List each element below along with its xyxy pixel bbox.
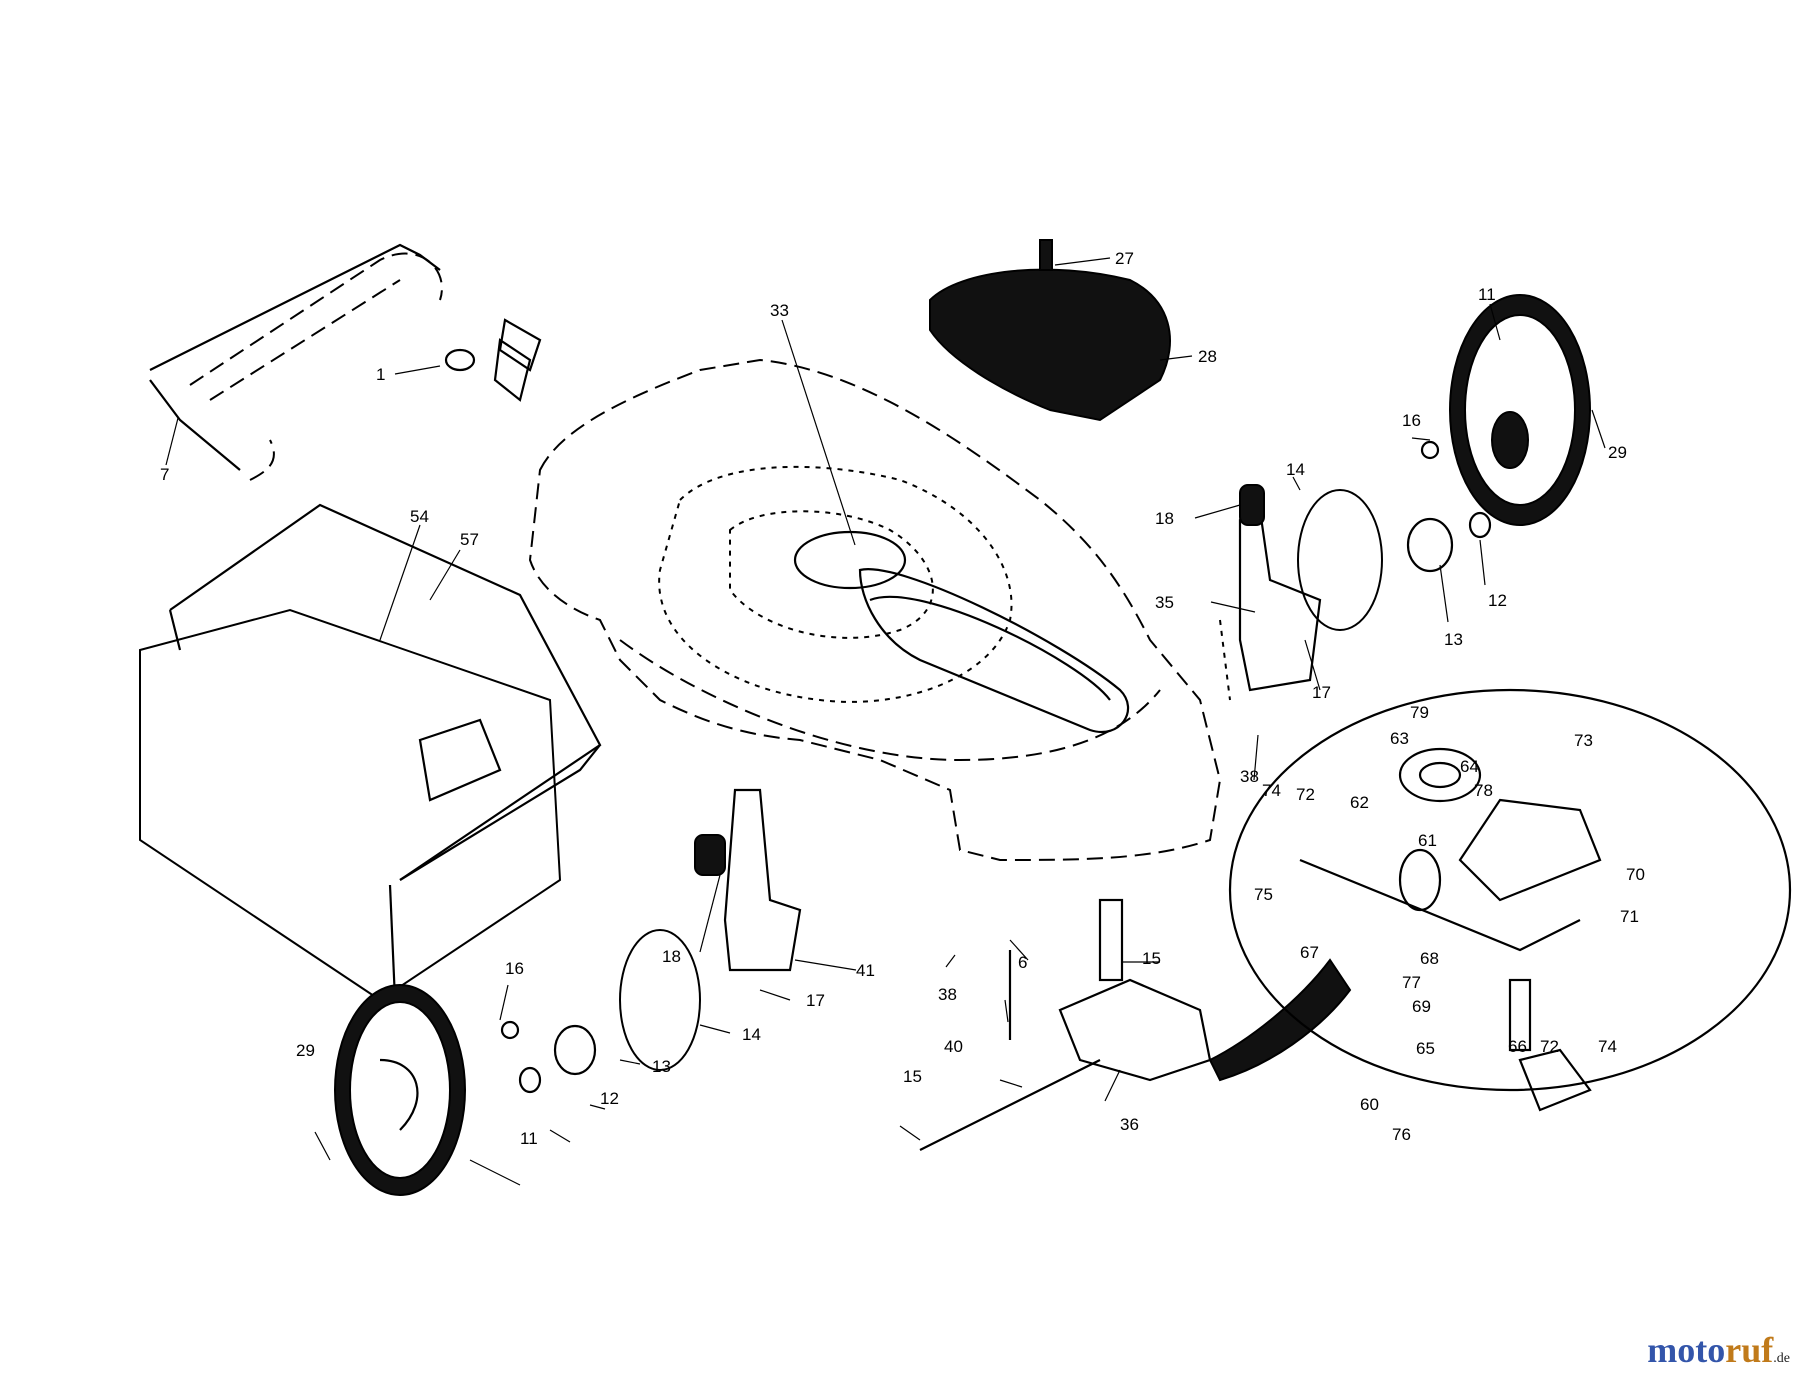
callout-18-rear: 18 xyxy=(1155,509,1174,528)
callout-61: 61 xyxy=(1418,831,1437,850)
callout-15-upper: 15 xyxy=(1142,949,1161,968)
callout-28: 28 xyxy=(1198,347,1217,366)
watermark-part-ruf: ruf xyxy=(1725,1330,1774,1370)
callout-14-front: 14 xyxy=(742,1025,761,1044)
callout-18-front: 18 xyxy=(662,947,681,966)
callout-74-left: 74 xyxy=(1262,781,1281,800)
handle-assembly xyxy=(149,243,542,481)
callout-67: 67 xyxy=(1300,943,1319,962)
callout-64: 64 xyxy=(1460,757,1479,776)
callout-77: 77 xyxy=(1402,973,1421,992)
watermark-logo: motoruf.de xyxy=(1647,1329,1790,1371)
callout-54: 54 xyxy=(410,507,429,526)
callout-36: 36 xyxy=(1120,1115,1139,1134)
callout-41: 41 xyxy=(856,961,875,980)
callout-16-rear: 16 xyxy=(1402,411,1421,430)
callout-57: 57 xyxy=(460,530,479,549)
callout-12-rear: 12 xyxy=(1488,591,1507,610)
callout-14-rear: 14 xyxy=(1286,460,1305,479)
callout-29-front: 29 xyxy=(296,1041,315,1060)
callout-12-front: 12 xyxy=(600,1089,619,1108)
grass-catcher xyxy=(139,503,602,1002)
callout-78: 78 xyxy=(1474,781,1493,800)
callout-labels: 1 7 54 57 33 27 28 11 29 16 12 13 14 18 … xyxy=(160,249,1645,1148)
callout-66: 66 xyxy=(1508,1037,1527,1056)
callout-29-rear: 29 xyxy=(1608,443,1627,462)
rear-cover xyxy=(929,239,1171,422)
callout-38-rear: 38 xyxy=(1240,767,1259,786)
callout-13-front: 13 xyxy=(652,1057,671,1076)
callout-73: 73 xyxy=(1574,731,1593,750)
callout-15-lower: 15 xyxy=(903,1067,922,1086)
callout-63: 63 xyxy=(1390,729,1409,748)
callout-60: 60 xyxy=(1360,1095,1379,1114)
callout-71: 71 xyxy=(1620,907,1639,926)
transmission xyxy=(919,898,1352,1151)
callout-68: 68 xyxy=(1420,949,1439,968)
callout-38-front: 38 xyxy=(938,985,957,1004)
callout-7: 7 xyxy=(160,465,169,484)
callout-62: 62 xyxy=(1350,793,1369,812)
callout-40: 40 xyxy=(944,1037,963,1056)
height-adjusters xyxy=(694,484,1322,972)
drive-discs-gears xyxy=(500,440,1492,1094)
callout-1: 1 xyxy=(376,365,385,384)
mower-deck xyxy=(528,358,1231,862)
callout-27: 27 xyxy=(1115,249,1134,268)
watermark-part-moto: moto xyxy=(1647,1330,1726,1370)
callout-16-front: 16 xyxy=(505,959,524,978)
callout-70: 70 xyxy=(1626,865,1645,884)
callout-11-front: 11 xyxy=(520,1129,538,1148)
callout-33: 33 xyxy=(770,301,789,320)
callout-17-front: 17 xyxy=(806,991,825,1010)
callout-79: 79 xyxy=(1410,703,1429,722)
callout-13-rear: 13 xyxy=(1444,630,1463,649)
callout-6: 6 xyxy=(1018,953,1027,972)
callout-17-rear: 17 xyxy=(1312,683,1331,702)
leader-lines xyxy=(165,257,1606,1186)
callout-72-right: 72 xyxy=(1540,1037,1559,1056)
callout-69: 69 xyxy=(1412,997,1431,1016)
blade-adapter-belt xyxy=(858,568,1130,733)
watermark-part-de: .de xyxy=(1773,1351,1790,1366)
gearbox-detail-callout xyxy=(1228,688,1792,1112)
callout-65: 65 xyxy=(1416,1039,1435,1058)
callout-72-left: 72 xyxy=(1296,785,1315,804)
left-front-wheel xyxy=(334,984,466,1196)
right-rear-wheel xyxy=(1449,294,1591,526)
callout-74-right: 74 xyxy=(1598,1037,1617,1056)
callout-76: 76 xyxy=(1392,1125,1411,1144)
callout-75: 75 xyxy=(1254,885,1273,904)
callout-11-rear: 11 xyxy=(1478,285,1496,304)
callout-35: 35 xyxy=(1155,593,1174,612)
